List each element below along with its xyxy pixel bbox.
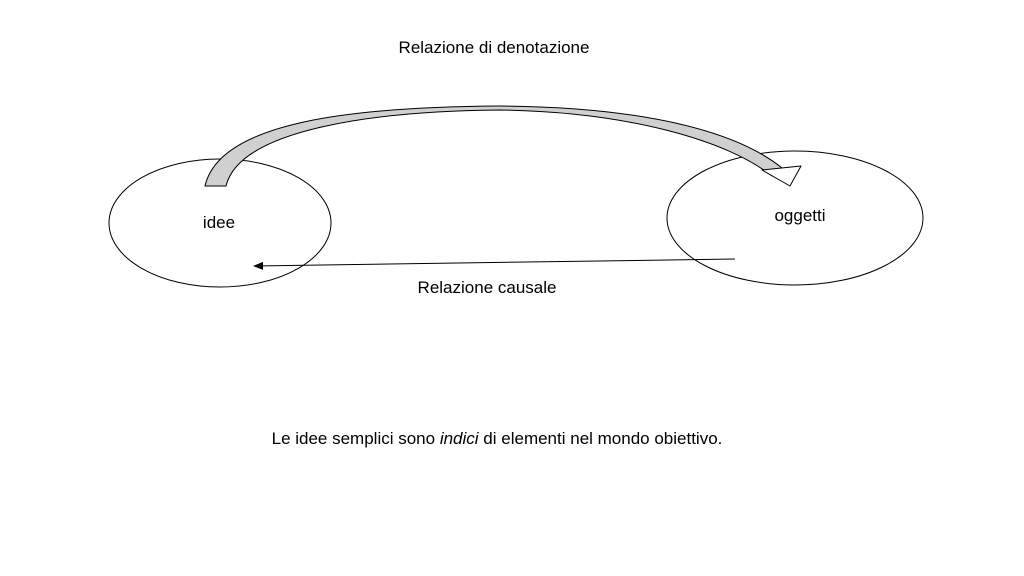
caption-emphasis: indici	[439, 429, 479, 448]
denotation-arrow-head	[761, 165, 802, 187]
caption-text-after: di elementi nel mondo obiettivo.	[478, 429, 723, 448]
causal-arrow	[253, 258, 736, 270]
denotation-relation-title: Relazione di denotazione	[398, 38, 590, 57]
ideas-node-label: idee	[202, 213, 236, 232]
objects-ellipse	[666, 150, 924, 286]
caption-text-before: Le idee semplici sono	[271, 429, 440, 448]
causal-relation-label: Relazione causale	[417, 278, 557, 297]
objects-node-label: oggetti	[774, 206, 826, 225]
caption: Le idee semplici sono indici di elementi…	[272, 429, 723, 449]
